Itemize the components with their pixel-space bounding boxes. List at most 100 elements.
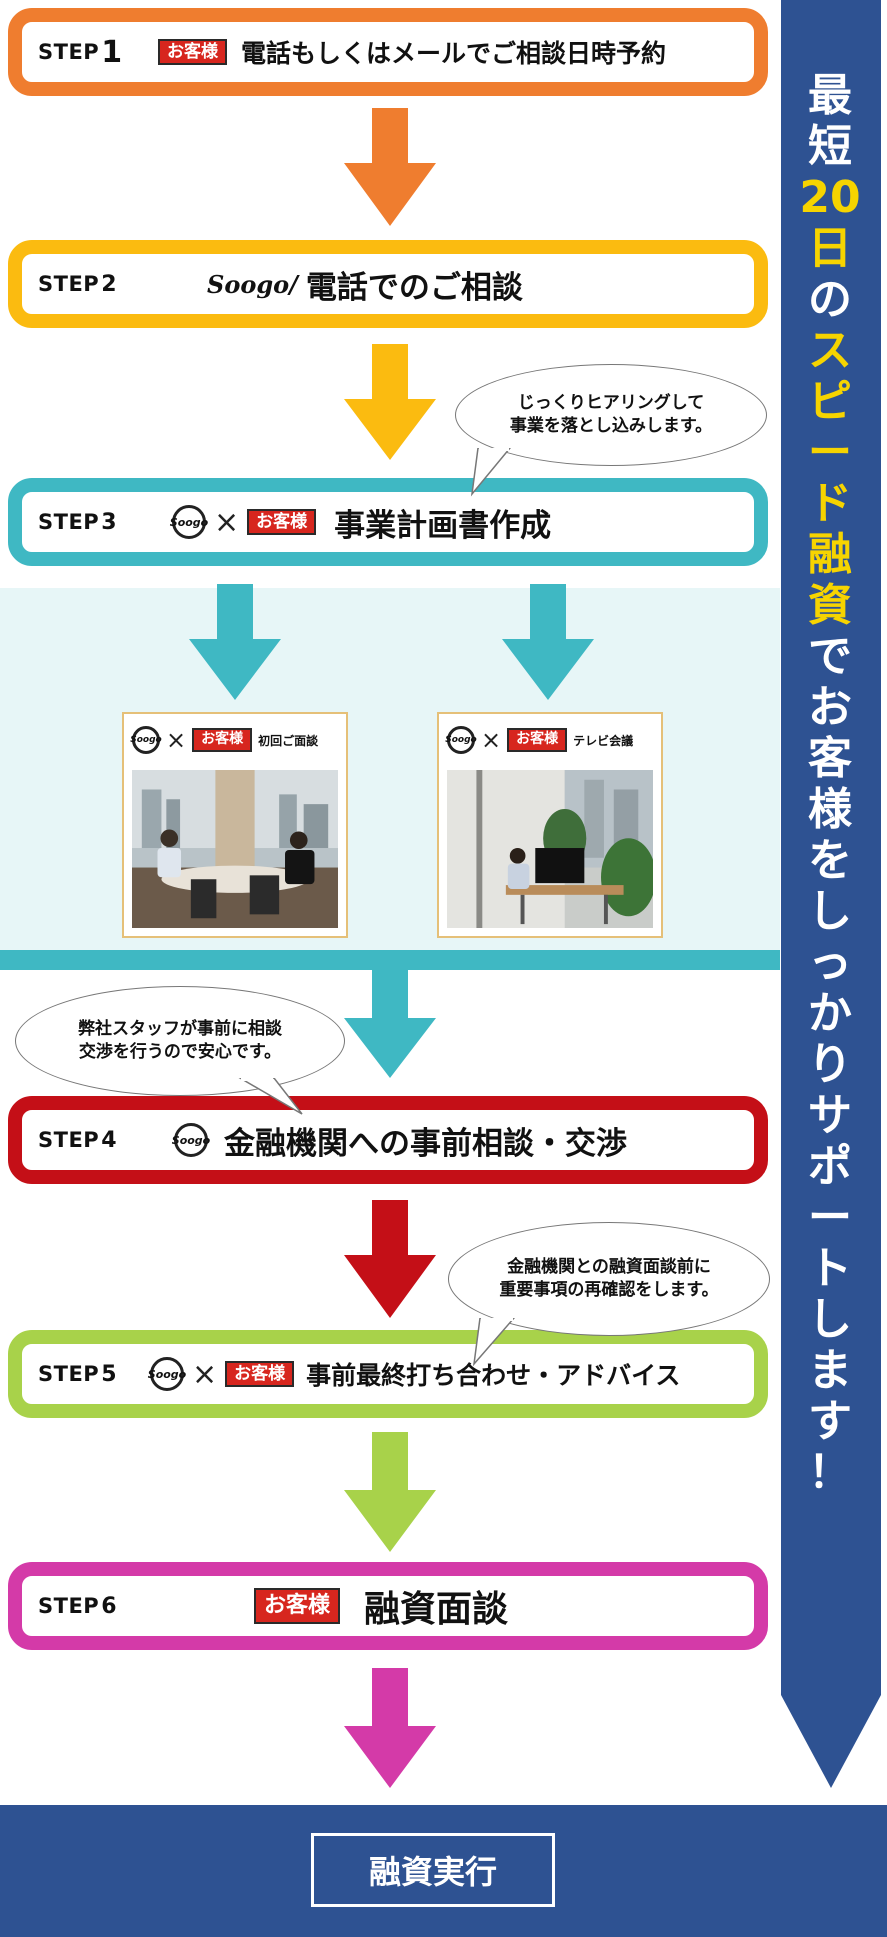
soogo-logo: Soogo [130, 726, 162, 754]
side-char-highlight: ピ [808, 376, 852, 427]
bubble-line: じっくりヒアリングして [517, 393, 705, 414]
step-6-text: 融資面談 [364, 1589, 509, 1630]
bubble-1-tail [470, 448, 511, 497]
meeting-photo [132, 770, 338, 928]
step-2-content: Soogo/ 電話でのご相談 [207, 254, 523, 314]
bubble-line: 金融機関との融資面談前に [507, 1257, 711, 1278]
soogo-logo-text: Soogo/ [207, 269, 298, 299]
arrow-step1-to-step2 [344, 108, 436, 226]
step-5-text: 事前最終打ち合わせ・アドバイス [306, 1361, 681, 1390]
side-banner-text: 最 短 20 日 の ス ピ ー ド 融 資 で お 客 様 を し っ か り… [781, 70, 879, 1498]
side-char: ー [808, 1192, 852, 1243]
bubble-2-tail [238, 1078, 303, 1115]
side-char: を [808, 835, 852, 886]
photo-card-video-conference: Soogo × お客様 テレビ会議 [437, 712, 663, 938]
side-char-highlight: 資 [808, 580, 852, 631]
arrow-step3-right [502, 584, 594, 700]
customer-tag: お客様 [225, 1360, 295, 1388]
step-number: 6 [101, 1593, 117, 1619]
video-conference-photo [447, 770, 653, 928]
side-char: サ [808, 1090, 852, 1141]
side-char-highlight: ス [808, 325, 852, 376]
side-char: し [808, 1294, 852, 1345]
soogo-logo: Soogo [445, 726, 477, 754]
side-char: 短 [808, 121, 852, 172]
arrow-to-step4 [344, 968, 436, 1078]
final-label: 融資実行 [368, 1853, 497, 1891]
side-char: か [808, 988, 852, 1039]
card-caption: 初回ご面談 [258, 733, 319, 748]
photo-band [0, 588, 780, 970]
step-number: 4 [101, 1127, 117, 1153]
arrow-step3-left [189, 584, 281, 700]
bubble-line: 重要事項の再確認をします。 [499, 1280, 719, 1300]
photo-card-initial-meeting: Soogo × お客様 初回ご面談 [122, 712, 348, 938]
step-number: 1 [101, 34, 123, 70]
arrow-step2-to-step3 [344, 344, 436, 460]
step-6-content: お客様 融資面談 [254, 1576, 508, 1636]
soogo-logo: Soogo [148, 1357, 186, 1391]
customer-tag: お客様 [158, 38, 227, 66]
side-char: っ [808, 937, 852, 988]
side-char: ！ [808, 1447, 852, 1498]
step-number: 2 [101, 271, 117, 297]
side-char: 様 [808, 784, 852, 835]
side-char: し [808, 886, 852, 937]
side-char-highlight: 融 [808, 529, 852, 580]
step-word: STEP [38, 1594, 100, 1618]
step-word: STEP [38, 272, 100, 296]
step-word: STEP [38, 40, 100, 64]
side-char: ポ [808, 1141, 852, 1192]
card-caption: テレビ会議 [573, 733, 634, 748]
arrow-step4-to-step5 [344, 1200, 436, 1318]
photo-card-header: Soogo × お客様 初回ご面談 [124, 714, 346, 766]
step-number: 3 [101, 509, 117, 535]
step-3-text: 事業計画書作成 [334, 507, 552, 544]
step-word: STEP [38, 510, 100, 534]
customer-tag: お客様 [254, 1587, 341, 1625]
side-char: す [808, 1396, 852, 1447]
speech-bubble-2: 弊社スタッフが事前に相談交渉を行うので安心です。 [15, 986, 345, 1096]
side-char-highlight: ド [808, 478, 852, 529]
step-number: 5 [101, 1361, 117, 1387]
side-char: の [808, 274, 852, 325]
side-char: ト [808, 1243, 852, 1294]
step-1-text: 電話もしくはメールでご相談日時予約 [241, 39, 667, 68]
times-symbol: × [214, 504, 240, 540]
customer-tag: お客様 [192, 728, 253, 752]
side-char: で [808, 631, 852, 682]
arrow-step5-to-step6 [344, 1432, 436, 1552]
bubble-line: 弊社スタッフが事前に相談 [78, 1019, 282, 1040]
soogo-logo: Soogo [172, 1123, 210, 1157]
step-5-content: Soogo × お客様 事前最終打ち合わせ・アドバイス [148, 1344, 681, 1404]
step-3-content: Soogo × お客様 事業計画書作成 [170, 492, 552, 552]
side-char: お [808, 682, 852, 733]
customer-tag: お客様 [247, 508, 317, 536]
soogo-logo: Soogo [170, 505, 208, 539]
final-banner: 融資実行 [0, 1805, 887, 1937]
side-char: 客 [808, 733, 852, 784]
speech-bubble-3: 金融機関との融資面談前に重要事項の再確認をします。 [448, 1222, 770, 1336]
bubble-line: 交渉を行うので安心です。 [78, 1042, 282, 1062]
step-4-content: Soogo 金融機関への事前相談・交渉 [172, 1110, 627, 1170]
step-2-text: 電話でのご相談 [305, 269, 523, 306]
step-word: STEP [38, 1128, 100, 1152]
side-char-highlight: ー [808, 427, 852, 478]
bubble-line: 事業を落とし込みします。 [509, 416, 713, 436]
side-char: り [808, 1039, 852, 1090]
photo-card-header: Soogo × お客様 テレビ会議 [439, 714, 661, 766]
final-button: 融資実行 [311, 1833, 555, 1907]
times-symbol: × [192, 1356, 218, 1392]
times-symbol: × [166, 726, 187, 754]
step-4-text: 金融機関への事前相談・交渉 [224, 1125, 627, 1162]
